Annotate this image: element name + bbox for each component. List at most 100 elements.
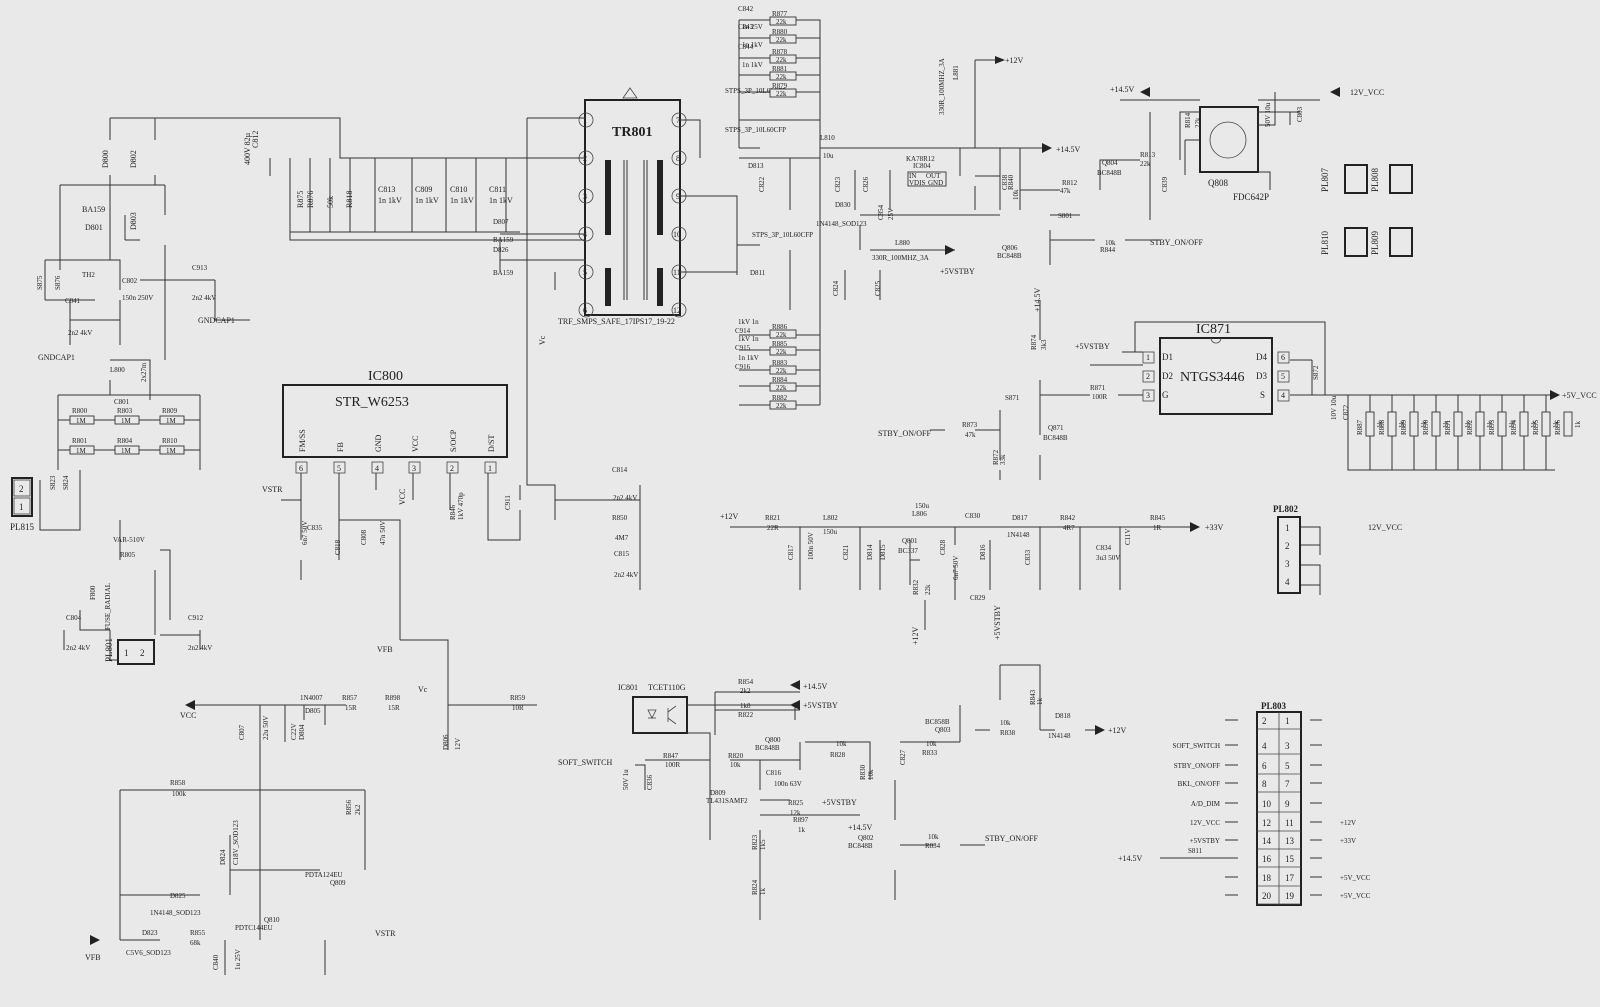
label-c802: C802 (122, 277, 138, 285)
label-c822: C822 (758, 176, 766, 192)
label-l802: L802 (823, 514, 838, 522)
label-c854: C854 (877, 204, 885, 220)
ic804-pin-in: IN (909, 172, 916, 180)
label-r859: R859 (510, 694, 526, 702)
resistor-ref: R809 (162, 407, 178, 415)
net-5vstby-d: +5VSTBY (993, 605, 1002, 640)
ic871-pin-d2: D2 (1162, 371, 1173, 381)
label-r854: R854 (738, 678, 754, 686)
label-r858: R858 (170, 779, 186, 787)
label-l802v: 150u (823, 528, 838, 536)
pl803-net-right: +5V_VCC (1340, 874, 1371, 882)
r875-ref: R875 (296, 191, 305, 208)
label-d816: D816 (979, 544, 987, 560)
pl803-net-right: +12V (1340, 819, 1356, 827)
ic871-pin-d3: D3 (1256, 371, 1267, 381)
ic871-num-2: 2 (1146, 372, 1150, 381)
resistor-r882 (769, 400, 797, 410)
label-c854v: 25V (887, 208, 895, 220)
ic800-pin-name-3: GND (374, 434, 383, 452)
resistor-value: 22k (776, 331, 787, 339)
connector-pl801: 1 2 PL801 (104, 638, 155, 665)
label-q809p: PDTA124EU (305, 871, 343, 879)
label-s875: S875 (36, 275, 44, 290)
net-vcc-a: VCC (180, 711, 196, 720)
pl803-net-left: STBY_ON/OFF (1174, 762, 1220, 770)
resistor-ref: R810 (162, 437, 178, 445)
net-vstr-a: VSTR (262, 485, 283, 494)
net-gndcap-a: GNDCAP1 (198, 316, 235, 325)
label-r858v: 100k (172, 790, 187, 798)
resistor-r887 (1365, 411, 1375, 437)
label-d805p: 1N4007 (300, 694, 323, 702)
label-c912v: 2n2 4kV (188, 644, 212, 652)
c809-ref: C809 (415, 185, 432, 194)
label-c833: C833 (1024, 549, 1032, 565)
pl803-label: PL803 (1261, 701, 1287, 711)
net-12v-top: +12V (1005, 56, 1024, 65)
label-r823: R823 (751, 834, 759, 850)
ic800-pins: FM/SS FB GND VCC S/OCP D/ST 6 5 4 3 2 1 (295, 429, 497, 474)
resistor-ref: R879 (772, 82, 788, 90)
pl803-pin-left: 8 (1262, 779, 1267, 789)
label-r842: R842 (1060, 514, 1076, 522)
net-14v5-a: +14.5V (1056, 145, 1081, 154)
label-r859v: 10R (512, 704, 524, 712)
label-l806v: 150u (915, 502, 930, 510)
net-vc-b: Vc (538, 335, 547, 345)
resistor-value: 1k (1442, 421, 1450, 429)
r876-ref: R876 (306, 191, 315, 208)
resistor-value: 22k (776, 36, 787, 44)
label-c816v: 100n 63V (774, 780, 802, 788)
label-c814v: 2n2 4kV (613, 494, 637, 502)
resistor-value: 1k (1398, 421, 1406, 429)
resistor-r896 (1563, 411, 1573, 437)
label-q803p: BC858B (925, 718, 950, 726)
capacitor-ref: C915 (735, 344, 751, 352)
resistor-r892 (1475, 411, 1485, 437)
net-12vvcc-top: 12V_VCC (1350, 88, 1384, 97)
resistor-r890 (1431, 411, 1441, 437)
label-l881v: 330R_100MHZ_3A (938, 58, 946, 115)
label-var: VAR-510V (113, 536, 145, 544)
label-r814: R814 (1184, 112, 1192, 128)
resistor-value: 1M (121, 447, 132, 455)
label-c911: C911 (504, 495, 512, 510)
net-5vvcc-a: +5V_VCC (1562, 391, 1597, 400)
label-r833v: 10k (926, 740, 937, 748)
label-r898v: 15R (388, 704, 400, 712)
label-s872: S872 (1312, 365, 1320, 380)
resistor-ref: R887 (1356, 419, 1364, 435)
ic871-num-5: 5 (1281, 372, 1285, 381)
label-c808v: 47n 50V (379, 521, 387, 545)
label-c829: C829 (970, 594, 986, 602)
label-r872v: 33k (999, 454, 1007, 465)
label-dc11: C11V (1124, 529, 1132, 545)
resistor-r809 (159, 415, 185, 425)
resistor-r884 (769, 382, 797, 392)
resistor-r888 (1387, 411, 1397, 437)
resistor-ref: R885 (772, 340, 788, 348)
ic800-pin-num-4: 3 (412, 464, 416, 473)
label-c839: C839 (1161, 176, 1169, 192)
c812-val: 400V 82µ (243, 132, 252, 165)
pl802-pin-4: 4 (1285, 577, 1290, 587)
resistor-r891 (1453, 411, 1463, 437)
label-q804: Q804 (1102, 159, 1118, 167)
tr801-pin-6: 6 (583, 306, 587, 315)
label-r843v: 1k (1036, 698, 1044, 706)
ic871-num-1: 1 (1146, 353, 1150, 362)
label-d824: D824 (219, 849, 227, 865)
pl803-pin-right: 15 (1285, 854, 1295, 864)
net-5vstby-a: +5VSTBY (940, 267, 975, 276)
label-q871: Q871 (1048, 424, 1064, 432)
ic871-num-4: 4 (1281, 391, 1285, 400)
pl803-pin-left: 12 (1262, 818, 1271, 828)
label-q806p: BC848B (997, 252, 1022, 260)
label-c913v: 2n2 4kV (192, 294, 216, 302)
pl803-net-left: 12V_VCC (1190, 819, 1220, 827)
net-stby-c: STBY_ON/OFF (985, 834, 1038, 843)
resistor-ref: R801 (72, 437, 88, 445)
